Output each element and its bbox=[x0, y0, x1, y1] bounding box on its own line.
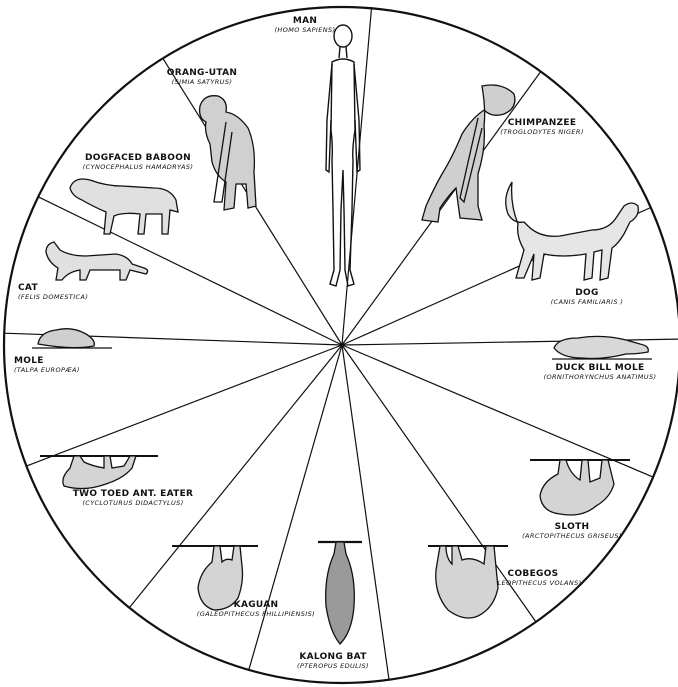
cobegos-figure-icon bbox=[428, 540, 508, 622]
animal-scientific-name: (CYCLOTURUS DIDACTYLUS) bbox=[58, 499, 208, 507]
label-dog: DOG (CANIS FAMILIARIS ) bbox=[532, 288, 642, 306]
baboon-figure-icon bbox=[66, 172, 188, 242]
label-orang-utan: ORANG-UTAN (SIMIA SATYRUS) bbox=[142, 68, 262, 86]
animal-scientific-name: (PTEROPUS EDULIS) bbox=[278, 662, 388, 670]
sloth-figure-icon bbox=[530, 452, 630, 522]
animal-name: DUCK BILL MOLE bbox=[530, 363, 670, 373]
man-figure-icon bbox=[318, 20, 368, 292]
platypus-figure-icon bbox=[552, 330, 652, 362]
animal-name: CAT bbox=[18, 283, 128, 293]
orangutan-figure-icon bbox=[190, 92, 278, 216]
bat-figure-icon bbox=[316, 536, 364, 648]
cat-figure-icon bbox=[40, 240, 152, 284]
animal-name: DOG bbox=[532, 288, 642, 298]
label-mole: MOLE (TALPA EUROPÆA) bbox=[14, 356, 124, 374]
animal-scientific-name: (TALPA EUROPÆA) bbox=[14, 366, 124, 374]
animal-scientific-name: (CYNOCEPHALUS HAMADRYAS) bbox=[68, 163, 208, 171]
animal-name: SLOTH bbox=[512, 522, 632, 532]
kaguan-figure-icon bbox=[170, 540, 260, 614]
animal-scientific-name: (SIMIA SATYRUS) bbox=[142, 78, 262, 86]
animal-scientific-name: (FELIS DOMESTICA) bbox=[18, 293, 128, 301]
mole-figure-icon bbox=[32, 322, 112, 352]
label-duck-bill-mole: DUCK BILL MOLE (ORNITHORYNCHUS ANATIMUS) bbox=[530, 363, 670, 381]
animal-scientific-name: (ORNITHORYNCHUS ANATIMUS) bbox=[530, 373, 670, 381]
animal-name: DOGFACED BABOON bbox=[68, 153, 208, 163]
anteater-figure-icon bbox=[40, 450, 158, 494]
animal-scientific-name: (ARCTOPITHECUS GRISEUS) bbox=[512, 532, 632, 540]
label-dogfaced-baboon: DOGFACED BABOON (CYNOCEPHALUS HAMADRYAS) bbox=[68, 153, 208, 171]
label-cat: CAT (FELIS DOMESTICA) bbox=[18, 283, 128, 301]
label-sloth: SLOTH (ARCTOPITHECUS GRISEUS) bbox=[512, 522, 632, 540]
animal-scientific-name: (CANIS FAMILIARIS ) bbox=[532, 298, 642, 306]
label-kalong-bat: KALONG BAT (PTEROPUS EDULIS) bbox=[278, 652, 388, 670]
animal-name: KALONG BAT bbox=[278, 652, 388, 662]
dog-figure-icon bbox=[500, 174, 642, 286]
animal-name: ORANG-UTAN bbox=[142, 68, 262, 78]
animal-name: MOLE bbox=[14, 356, 124, 366]
